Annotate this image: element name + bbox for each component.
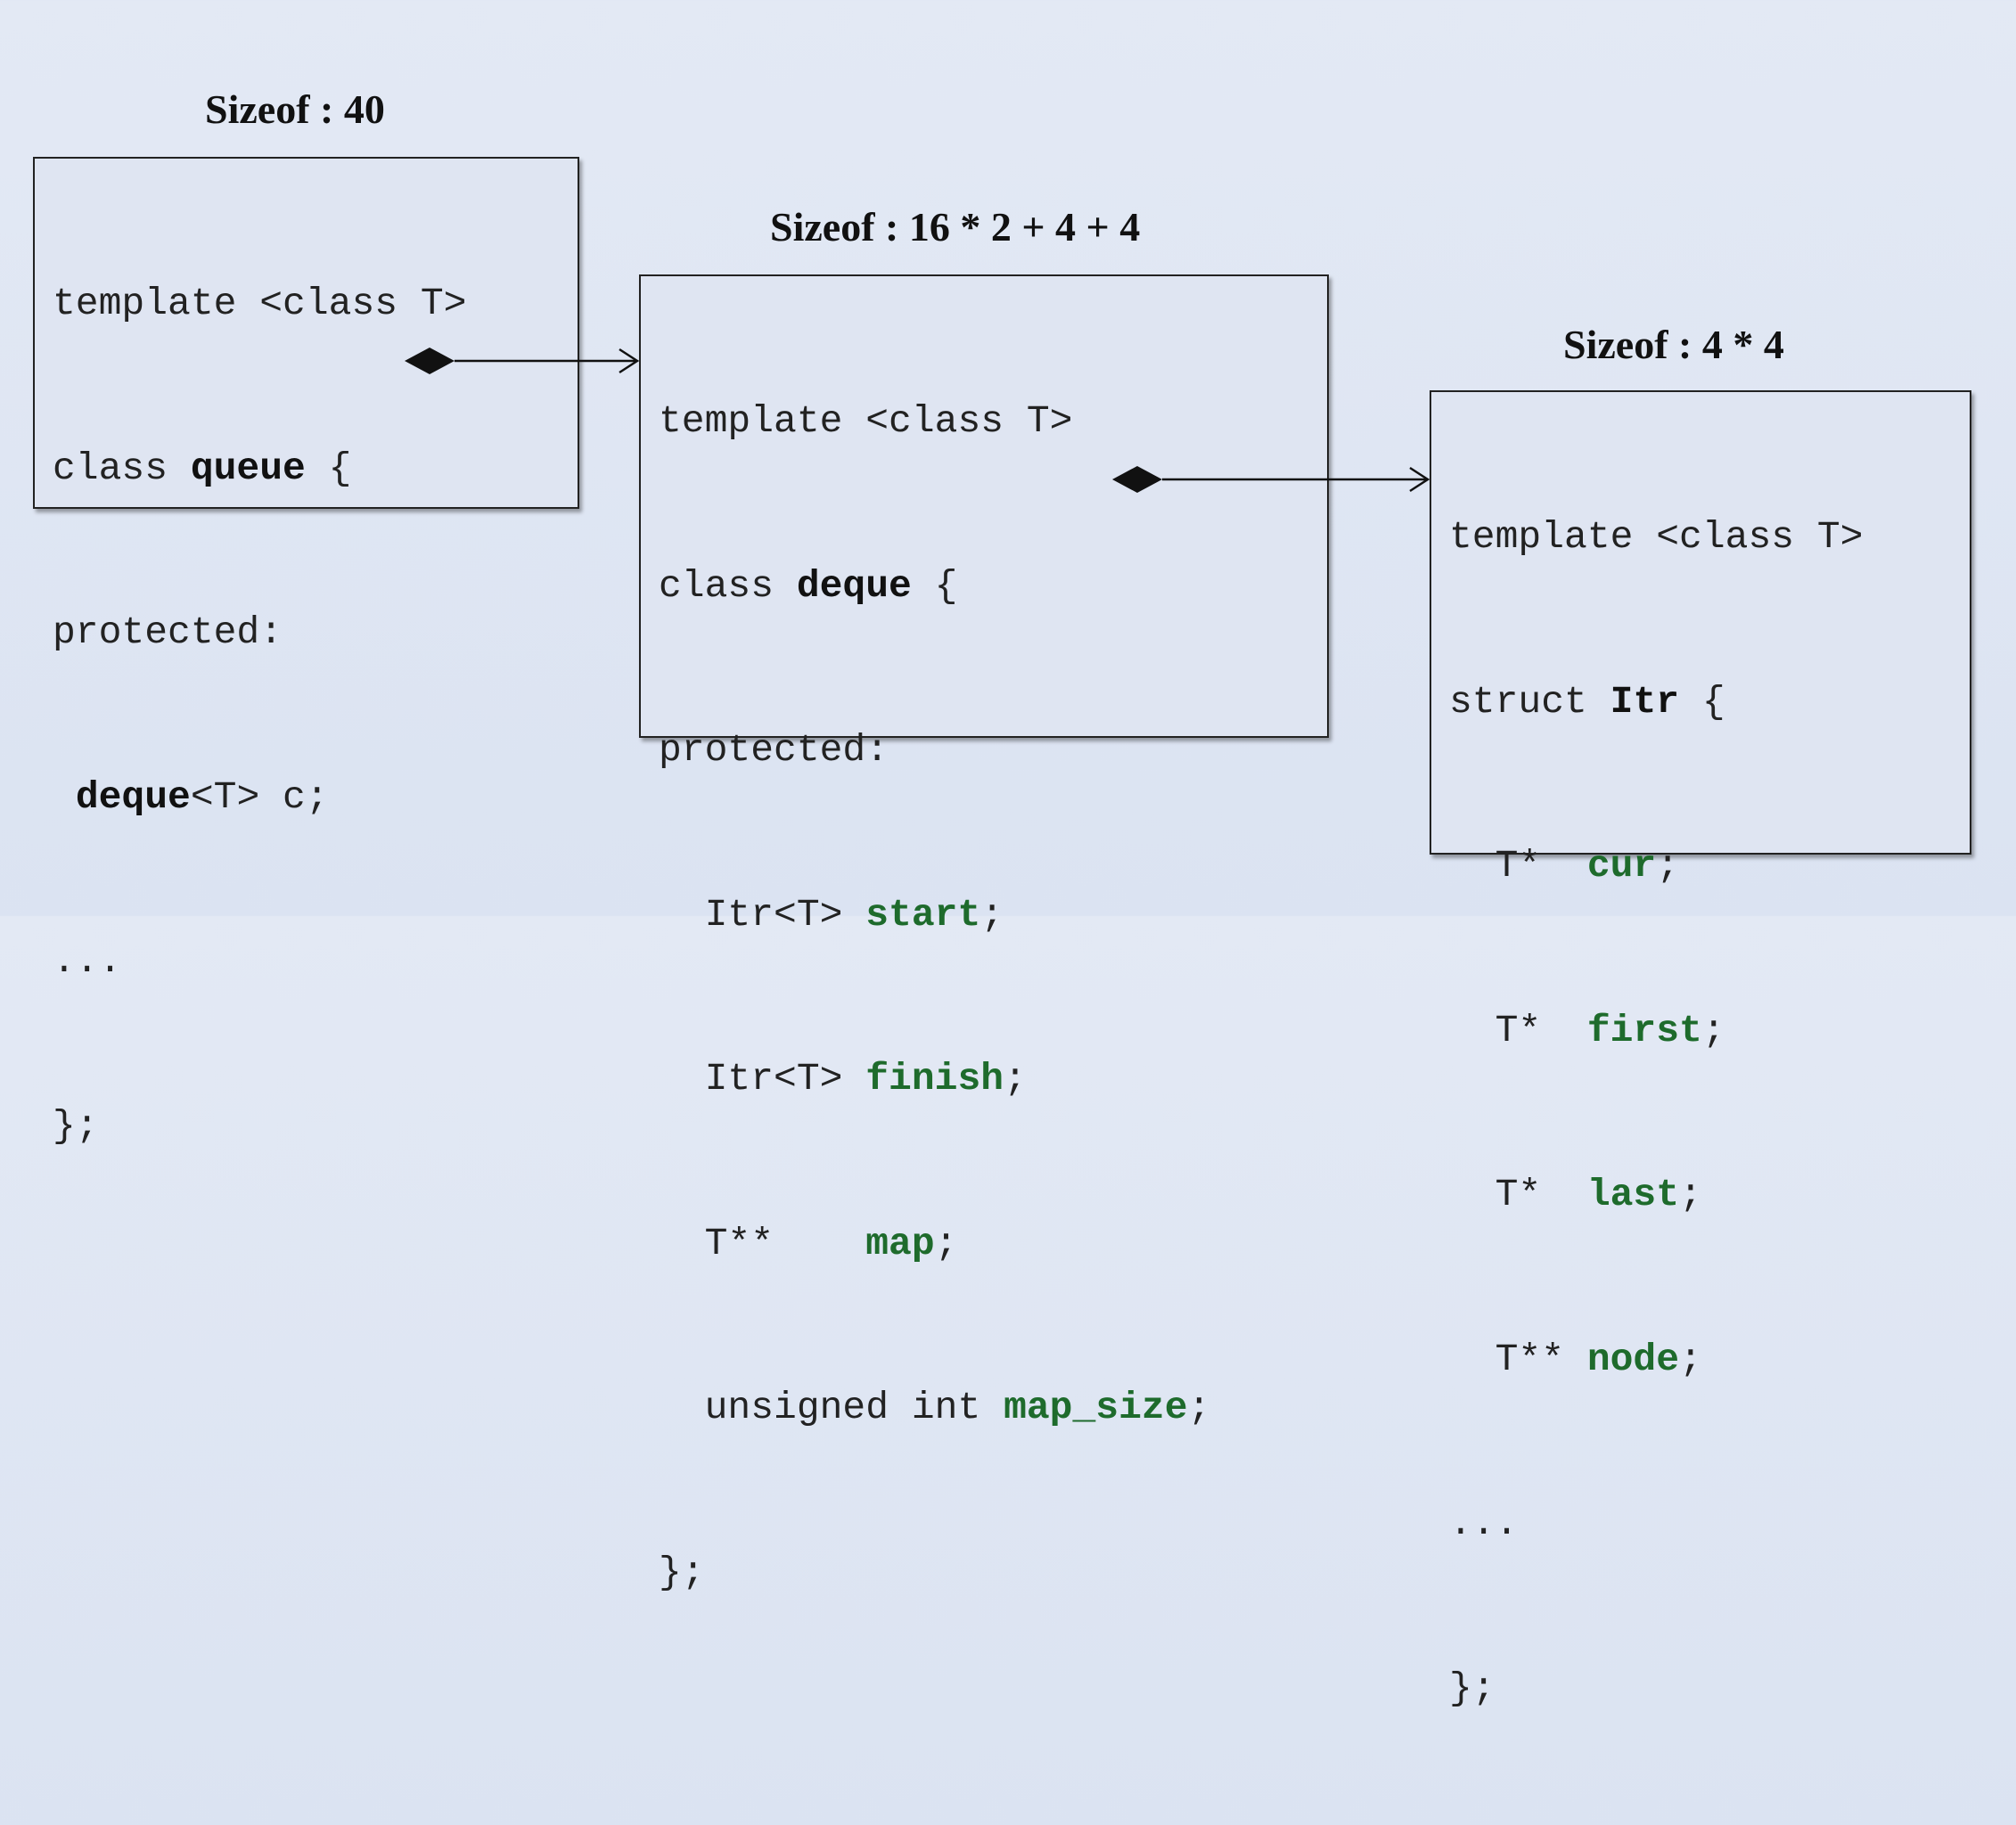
code-line: T** node;: [1449, 1332, 1863, 1387]
code-text: [53, 775, 76, 819]
code-text: };: [53, 1103, 99, 1148]
code-line: ...: [53, 934, 466, 989]
code-line: T* last;: [1449, 1167, 1863, 1223]
code-line: protected:: [53, 605, 466, 660]
code-text: template <class T>: [53, 282, 467, 325]
code-text: ;: [1679, 1173, 1702, 1216]
arrowhead-icon: [619, 348, 640, 374]
code-line: Itr<T> start;: [659, 888, 1210, 943]
struct-name-itr: Itr: [1610, 679, 1680, 724]
code-line: };: [659, 1545, 1210, 1600]
code-line: deque<T> c;: [53, 770, 466, 825]
arrowhead-icon: [1409, 466, 1430, 493]
code-text: Itr<T>: [659, 1057, 866, 1101]
code-text: ;: [1656, 844, 1680, 888]
code-text: T*: [1449, 1008, 1587, 1052]
code-text: template <class T>: [659, 399, 1073, 443]
member-type-deque: deque: [75, 774, 191, 819]
field-start: start: [865, 892, 981, 937]
field-map: map: [865, 1221, 935, 1265]
code-text: {: [1679, 679, 1725, 724]
itr-sizeof-heading: Sizeof : 4 * 4: [1563, 322, 1784, 367]
field-cur: cur: [1586, 844, 1657, 888]
deque-class-box: template <class T> class deque { protect…: [639, 274, 1329, 1594]
deque-sizeof-heading: Sizeof : 16 * 2 + 4 + 4: [770, 204, 1141, 250]
code-line: class deque {: [659, 559, 1210, 614]
code-line: class queue {: [53, 441, 466, 496]
itr-code: template <class T> struct Itr { T* cur; …: [1449, 400, 1863, 1825]
code-text: };: [659, 1550, 705, 1594]
code-line: template <class T>: [1449, 510, 1863, 565]
field-node: node: [1586, 1337, 1680, 1381]
code-text: ;: [934, 1221, 958, 1265]
code-text: protected:: [53, 610, 283, 654]
code-text: T*: [1449, 844, 1587, 888]
itr-struct-box: template <class T> struct Itr { T* cur; …: [1430, 390, 1971, 1710]
code-line: struct Itr {: [1449, 675, 1863, 730]
code-text: Itr<T>: [659, 892, 866, 937]
deque-code: template <class T> class deque { protect…: [659, 284, 1210, 1709]
code-line: };: [53, 1099, 466, 1154]
field-last: last: [1586, 1173, 1680, 1216]
code-text: class: [659, 563, 797, 608]
code-text: T**: [1449, 1337, 1587, 1381]
code-text: unsigned int: [659, 1386, 1004, 1429]
field-map-size: map_size: [1004, 1386, 1188, 1429]
code-line: ...: [1449, 1496, 1863, 1551]
code-text: ;: [1701, 1008, 1725, 1052]
code-text: struct: [1449, 679, 1610, 724]
code-text: };: [1449, 1665, 1496, 1710]
code-line: template <class T>: [53, 276, 466, 331]
code-text: protected:: [659, 728, 889, 772]
code-line: };: [1449, 1661, 1863, 1716]
queue-code: template <class T> class queue { protect…: [53, 167, 466, 1263]
class-name-queue: queue: [190, 446, 306, 490]
code-text: ;: [980, 892, 1004, 937]
field-finish: finish: [865, 1057, 1004, 1101]
queue-class-box: template <class T> class queue { protect…: [33, 157, 579, 1148]
code-line: T* first;: [1449, 1003, 1863, 1059]
code-text: ;: [1187, 1386, 1211, 1429]
code-line: unsigned int map_size;: [659, 1380, 1211, 1436]
class-name-deque: deque: [796, 563, 912, 608]
code-line: Itr<T> finish;: [659, 1052, 1210, 1107]
queue-sizeof-heading: Sizeof : 40: [205, 86, 385, 132]
code-text: <T> c;: [190, 774, 329, 819]
code-text: class: [53, 446, 191, 490]
code-text: ...: [1449, 1502, 1519, 1545]
code-line: protected:: [659, 723, 1210, 778]
code-text: {: [305, 446, 352, 490]
code-text: template <class T>: [1449, 515, 1864, 559]
code-text: ;: [1004, 1057, 1027, 1101]
code-text: {: [911, 563, 958, 608]
code-text: ...: [53, 939, 122, 983]
code-line: T** map;: [659, 1216, 1210, 1272]
code-text: T*: [1449, 1173, 1587, 1216]
code-text: ;: [1679, 1337, 1702, 1381]
code-line: T* cur;: [1449, 839, 1863, 894]
code-line: template <class T>: [659, 394, 1210, 449]
field-first: first: [1586, 1008, 1702, 1052]
code-text: T**: [659, 1221, 866, 1265]
